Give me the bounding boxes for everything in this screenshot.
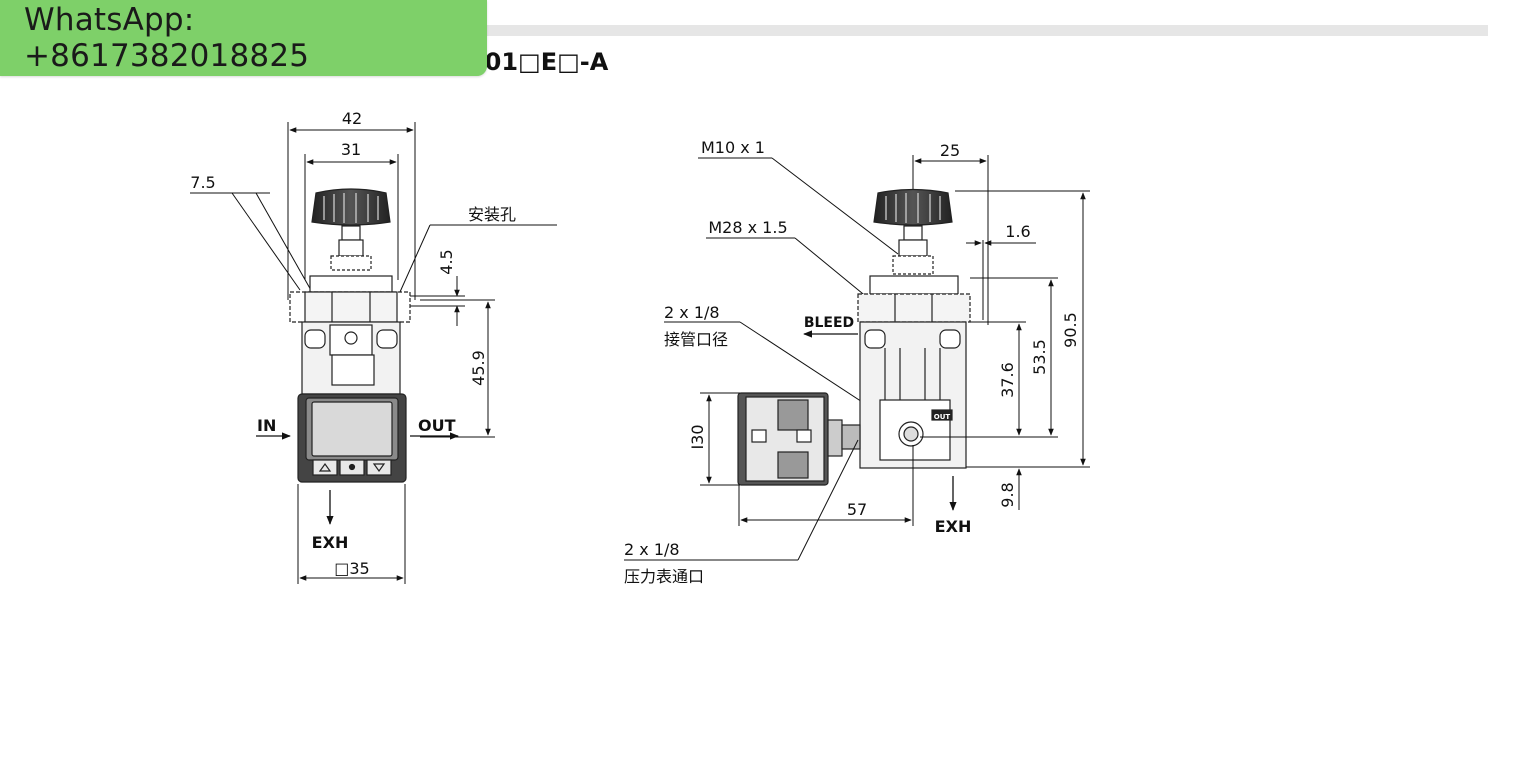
front-view: 42 31 7.5 安装孔 4.5 bbox=[190, 109, 557, 584]
front-exh-label: EXH bbox=[312, 533, 349, 552]
dimension-4-5 bbox=[410, 276, 465, 326]
dimension-7-5 bbox=[190, 192, 313, 293]
adjust-knob-icon bbox=[311, 188, 391, 226]
dim-9-8-label: 9.8 bbox=[998, 482, 1017, 507]
dim-57-label: 57 bbox=[847, 500, 867, 519]
dim-37-6-label: 37.6 bbox=[998, 362, 1017, 398]
dim-4-5-label: 4.5 bbox=[437, 249, 456, 274]
dimension-57 bbox=[738, 445, 914, 526]
dim-1-6-label: 1.6 bbox=[1005, 222, 1030, 241]
dimension-1-6 bbox=[966, 240, 1036, 320]
thread-m10-label: M10 x 1 bbox=[701, 138, 765, 157]
gauge-port-leader bbox=[624, 439, 859, 561]
dim-42-label: 42 bbox=[342, 109, 362, 128]
dim-35-label: □35 bbox=[334, 559, 369, 578]
dimension-31 bbox=[304, 154, 399, 280]
dimension-42 bbox=[287, 122, 416, 300]
whatsapp-contact-badge[interactable]: WhatsApp: +8617382018825 bbox=[0, 0, 487, 76]
pipe-port-size-label: 2 x 1/8 bbox=[664, 303, 720, 322]
in-port-label: IN bbox=[257, 416, 276, 435]
side-view: M10 x 1 25 M28 x 1.5 1.6 2 x 1/8 接管口径 bbox=[624, 138, 1090, 586]
dim-45-9-label: 45.9 bbox=[469, 350, 488, 386]
height-dimensions bbox=[920, 190, 1090, 510]
mount-hole-leader bbox=[399, 224, 557, 293]
pipe-port-label: 接管口径 bbox=[664, 330, 728, 349]
side-knob-icon bbox=[873, 188, 953, 226]
bleed-label: BLEED bbox=[804, 315, 854, 331]
dim-31-label: 31 bbox=[341, 140, 361, 159]
gauge-port-size-label: 2 x 1/8 bbox=[624, 540, 680, 559]
dim-53-5-label: 53.5 bbox=[1030, 339, 1049, 375]
dim-30-label: I30 bbox=[688, 424, 707, 449]
out-port-label: OUT bbox=[418, 416, 456, 435]
mount-hole-label: 安装孔 bbox=[468, 205, 516, 224]
header-divider-bar bbox=[470, 25, 1488, 36]
m28-leader bbox=[706, 237, 869, 299]
front-body-drawing bbox=[289, 188, 411, 483]
gauge-port-label: 压力表通口 bbox=[624, 567, 704, 586]
m10-leader bbox=[698, 157, 899, 255]
dim-25-label: 25 bbox=[940, 141, 960, 160]
whatsapp-contact-text: WhatsApp: +8617382018825 bbox=[24, 2, 310, 74]
dim-7-5-label: 7.5 bbox=[190, 173, 215, 192]
dimension-30 bbox=[700, 392, 740, 486]
thread-m28-label: M28 x 1.5 bbox=[708, 218, 787, 237]
side-body-drawing bbox=[737, 188, 971, 486]
side-exh-label: EXH bbox=[935, 517, 972, 536]
out-tag-label: OUT bbox=[934, 413, 951, 421]
dimension-35 bbox=[297, 484, 406, 584]
dim-90-5-label: 90.5 bbox=[1061, 312, 1080, 348]
